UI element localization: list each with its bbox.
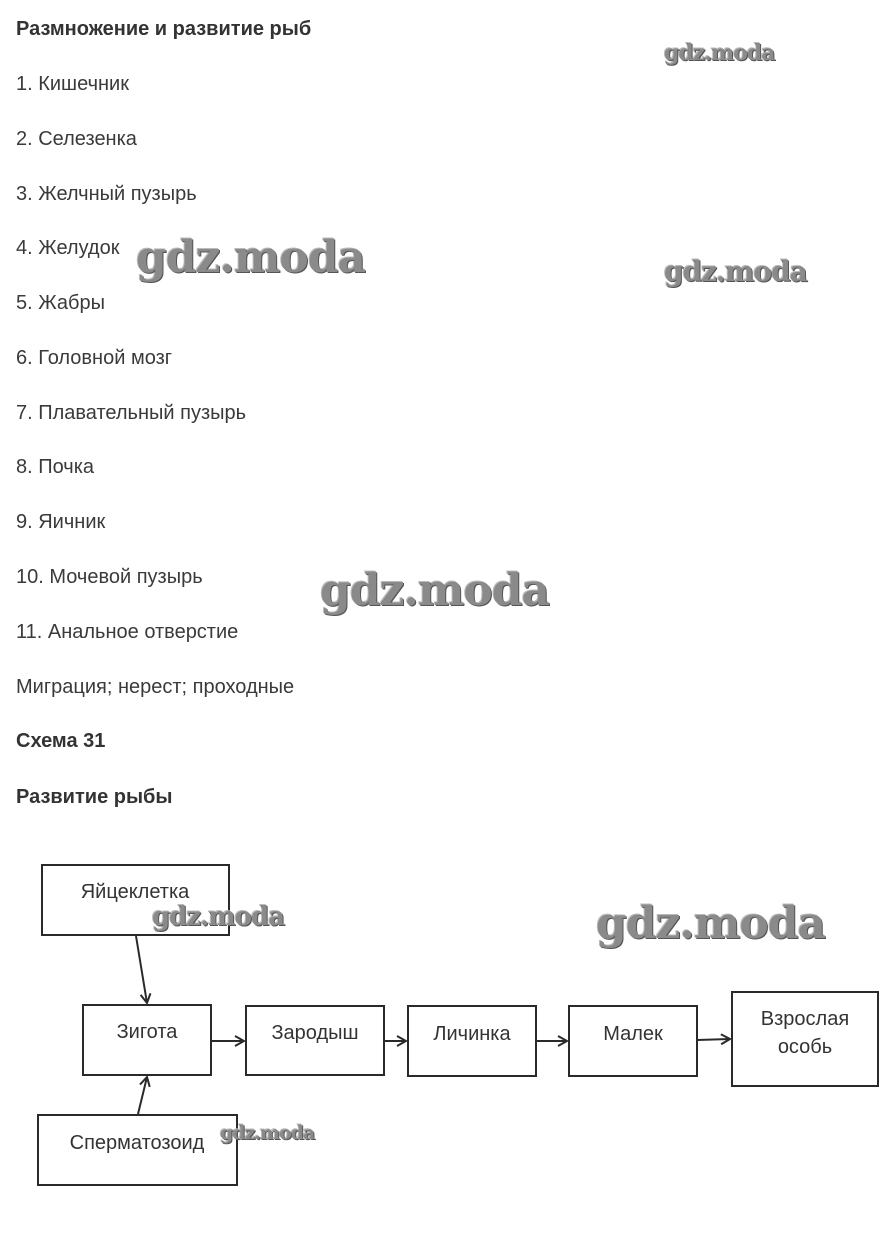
list-item: 7. Плавательный пузырь bbox=[16, 402, 247, 424]
sperm-label: Сперматозоид bbox=[70, 1132, 205, 1154]
watermark: gdz.moda bbox=[664, 40, 776, 66]
list-item: 6. Головной мозг bbox=[16, 347, 173, 369]
scheme-subtitle: Развитие рыбы bbox=[16, 786, 173, 808]
embryo-box: Зародыш bbox=[245, 1005, 385, 1076]
watermark: gdz.moda bbox=[220, 1122, 315, 1144]
watermark: gdz.moda bbox=[152, 902, 285, 932]
answer-text: Миграция; нерест; проходные bbox=[16, 676, 295, 698]
fry-box: Малек bbox=[568, 1005, 698, 1077]
watermark: gdz.moda bbox=[596, 898, 826, 949]
sperm-box: Сперматозоид bbox=[37, 1114, 238, 1186]
list-item: 8. Почка bbox=[16, 456, 95, 478]
watermark: gdz.moda bbox=[136, 232, 366, 283]
scheme-title: Схема 31 bbox=[16, 730, 106, 752]
list-item: 5. Жабры bbox=[16, 292, 106, 314]
list-item: 2. Селезенка bbox=[16, 128, 137, 150]
larva-label: Личинка bbox=[433, 1023, 511, 1045]
watermark: gdz.moda bbox=[320, 565, 550, 616]
list-item: 10. Мочевой пузырь bbox=[16, 566, 203, 588]
adult-label-line1: Взрослая bbox=[761, 1008, 849, 1030]
list-item: 4. Желудок bbox=[16, 237, 120, 259]
list-item: 1. Кишечник bbox=[16, 73, 129, 95]
egg-box: Яйцеклетка bbox=[41, 864, 230, 936]
watermark: gdz.moda bbox=[664, 255, 808, 288]
adult-label-line2: особь bbox=[778, 1036, 832, 1058]
arrow-egg-to-zygote bbox=[135, 935, 147, 1003]
egg-label: Яйцеклетка bbox=[81, 881, 190, 903]
embryo-label: Зародыш bbox=[271, 1022, 358, 1044]
arrow-fry-to-adult bbox=[696, 1039, 730, 1040]
list-item: 9. Яичник bbox=[16, 511, 106, 533]
fry-label: Малек bbox=[603, 1023, 663, 1045]
larva-box: Личинка bbox=[407, 1005, 537, 1077]
arrow-sperm-to-zygote bbox=[137, 1077, 147, 1115]
zygote-label: Зигота bbox=[117, 1021, 179, 1043]
list-item: 3. Желчный пузырь bbox=[16, 183, 197, 205]
fish-development-diagram: Яйцеклетка Зигота Сперматозоид Зародыш Л… bbox=[37, 864, 879, 1186]
adult-box: Взрослая особь bbox=[731, 991, 879, 1087]
list-item: 11. Анальное отверстие bbox=[16, 621, 239, 643]
page-heading: Размножение и развитие рыб bbox=[16, 18, 312, 40]
zygote-box: Зигота bbox=[82, 1004, 212, 1076]
